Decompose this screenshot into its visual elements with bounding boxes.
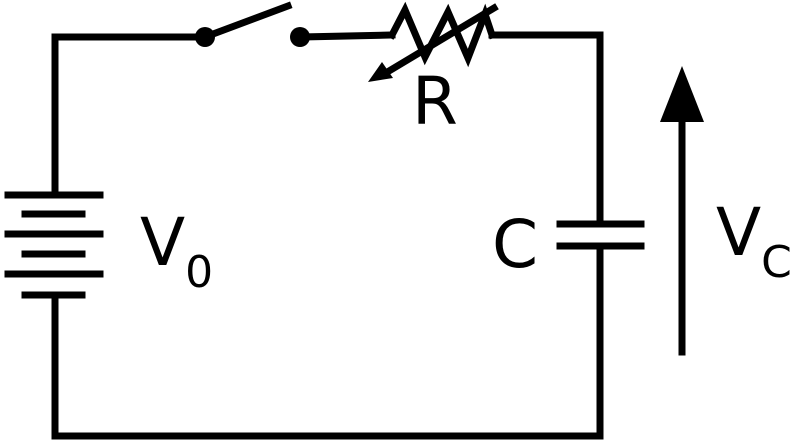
switch-lever bbox=[200, 1, 293, 42]
switch-contact-right bbox=[290, 27, 310, 47]
capacitor-label: C bbox=[492, 206, 538, 283]
battery-label-symbol: V bbox=[140, 204, 185, 281]
voltage-arrowhead bbox=[660, 66, 704, 122]
capacitor-voltage-label: VC bbox=[716, 194, 792, 288]
wire-left-top bbox=[51, 33, 209, 197]
circuit-wires bbox=[51, 31, 604, 440]
capacitor-voltage-symbol: V bbox=[716, 194, 761, 271]
variable-resistor: R bbox=[368, 1, 499, 140]
battery: V0 bbox=[4, 191, 213, 299]
wire-switch-resistor bbox=[296, 31, 396, 41]
wire-bottom bbox=[51, 242, 604, 440]
resistor-adjust-arrow-shaft bbox=[379, 3, 499, 79]
capacitor-voltage-indicator: VC bbox=[660, 66, 792, 356]
resistor-label: R bbox=[412, 63, 458, 140]
battery-label-subscript: 0 bbox=[185, 247, 213, 298]
resistor-adjust-arrowhead bbox=[368, 62, 393, 82]
battery-label: V0 bbox=[140, 204, 213, 298]
wire-right-top bbox=[488, 31, 604, 228]
capacitor-voltage-subscript: C bbox=[761, 237, 792, 288]
switch bbox=[195, 1, 310, 47]
capacitor: C bbox=[492, 206, 645, 283]
